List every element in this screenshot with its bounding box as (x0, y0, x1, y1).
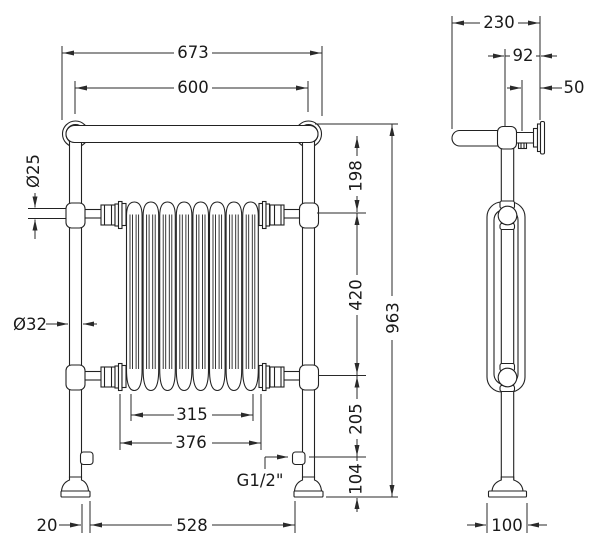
radiator-section (142, 201, 160, 392)
pipe-junction-top-left (65, 202, 86, 229)
tapping-left (79, 451, 94, 466)
pipe-junction-top-right (298, 202, 320, 229)
dim-label-dia25: Ø25 (24, 154, 43, 188)
dim-tapping-to-floor: 104 (347, 457, 366, 512)
dim-label-104: 104 (347, 463, 366, 495)
side-post (500, 148, 515, 488)
dim-core-centers: 315 (130, 394, 254, 424)
dim-height-overall: 963 (315, 123, 403, 498)
dim-label-600: 600 (177, 78, 209, 97)
dim-valve-spacing: 420 (318, 213, 366, 376)
dim-label-230: 230 (483, 13, 515, 32)
radiator-section (192, 201, 210, 392)
side-view (451, 120, 546, 498)
post-left (68, 138, 83, 478)
dim-label-20: 20 (37, 516, 58, 535)
dim-tapping-thread: G1/2" (237, 454, 288, 490)
dim-label-50: 50 (564, 78, 585, 97)
radiator-core (125, 201, 259, 392)
side-foot (487, 476, 528, 498)
dimensions: 673 600 Ø25 Ø32 (13, 13, 584, 535)
dim-bracket-projection: 92 (488, 46, 557, 127)
dim-label-528: 528 (176, 516, 208, 535)
front-view (28, 120, 324, 498)
dim-label-198: 198 (347, 160, 366, 192)
dim-rail-to-valve: 198 (317, 136, 366, 214)
dim-core-overall: 376 (119, 394, 262, 452)
dim-label-dia32: Ø32 (13, 315, 47, 334)
valve-top-right (258, 200, 300, 230)
pipe-junction-bottom-right (298, 364, 320, 391)
dim-post-diameter: Ø32 (13, 315, 97, 334)
radiator-section (175, 201, 193, 392)
dim-label-673: 673 (177, 43, 209, 62)
post-right (301, 138, 316, 478)
tapping-right (291, 451, 306, 466)
dim-label-g12: G1/2" (237, 471, 284, 490)
ball-joint-bottom (497, 362, 518, 393)
dim-label-92: 92 (513, 46, 534, 65)
dim-pipe-diameter: Ø25 (24, 149, 43, 239)
dim-foot-width: 100 (467, 503, 547, 535)
radiator-section (208, 201, 226, 392)
dim-flange-offset: 50 (507, 78, 585, 131)
side-top-junction (496, 125, 518, 150)
ball-joint-top (497, 200, 518, 231)
dim-depth-overall: 230 (451, 13, 541, 129)
wall-bracket (516, 120, 546, 155)
valve-top-left (85, 200, 127, 230)
dim-label-100: 100 (491, 516, 523, 535)
foot-left (60, 476, 91, 498)
dim-feet-span: 528 (90, 501, 296, 535)
dim-width-overall: 673 (61, 43, 323, 120)
dim-label-376: 376 (175, 433, 207, 452)
supply-pipe (28, 207, 67, 220)
radiator-section (225, 201, 243, 392)
dim-foot-offset: 20 (37, 501, 91, 535)
radiator-section (242, 201, 259, 392)
dim-rail-width: 600 (74, 78, 309, 114)
foot-right (293, 476, 324, 498)
dim-label-420: 420 (347, 279, 366, 311)
radiator-section (159, 201, 176, 392)
radiator-section (125, 201, 143, 392)
towel-rail (65, 124, 319, 144)
valve-bottom-left (85, 362, 127, 392)
dim-label-205: 205 (347, 403, 366, 435)
pipe-junction-bottom-left (65, 364, 86, 391)
valve-bottom-right (258, 362, 300, 392)
dim-label-963: 963 (384, 302, 403, 334)
dim-label-315: 315 (176, 405, 208, 424)
